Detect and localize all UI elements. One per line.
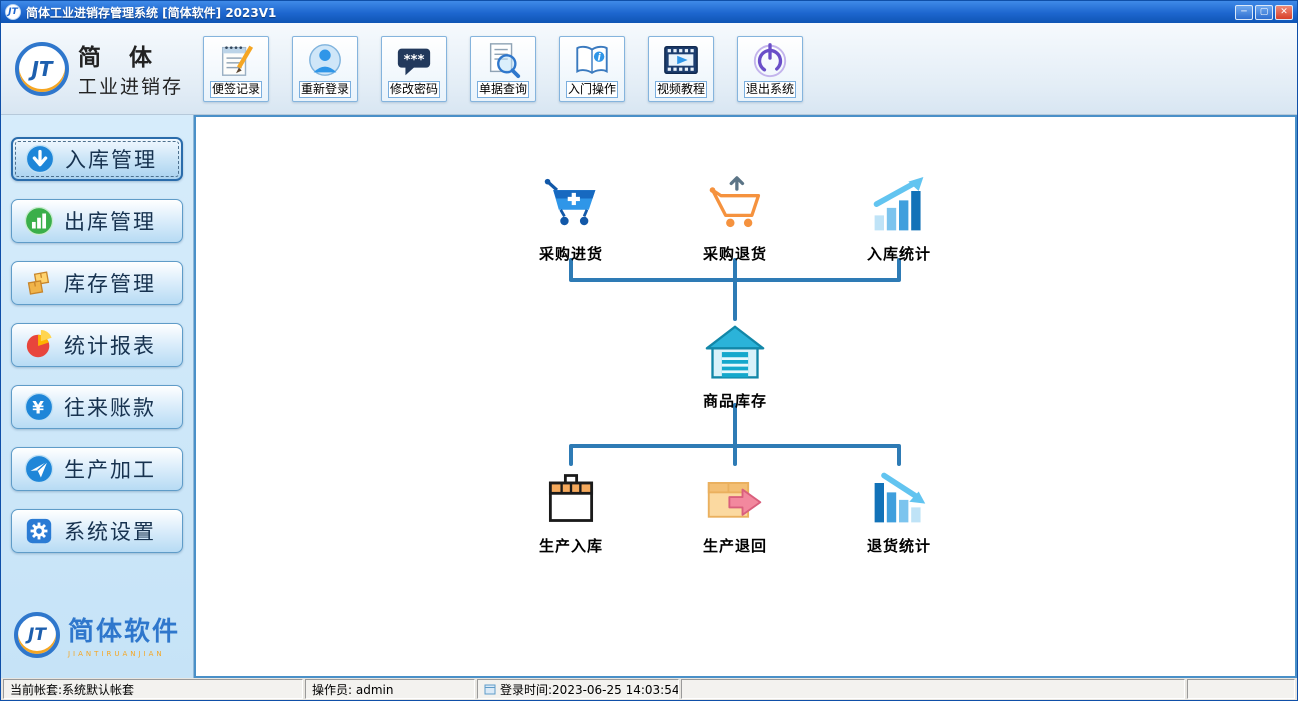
sidebar: 入库管理 出库管理: [1, 115, 194, 678]
flow-item-production-return[interactable]: 生产退回: [670, 468, 800, 556]
close-button[interactable]: ✕: [1275, 4, 1293, 20]
book-info-icon: i: [573, 40, 611, 80]
login-time-icon: [484, 684, 496, 695]
status-login-time: 登录时间:2023-06-25 14:03:54: [477, 679, 679, 699]
footer-brand-name: 简体软件: [67, 617, 180, 647]
status-login-time-text: 登录时间:2023-06-25 14:03:54: [500, 682, 679, 697]
sidebar-item-inbound[interactable]: 入库管理: [11, 137, 183, 181]
main-content: 采购进货 采购退货: [194, 115, 1297, 678]
flow-item-purchase-return[interactable]: 采购退货: [670, 176, 800, 264]
yuan-circle-icon: ¥: [24, 392, 54, 422]
exit-system-button[interactable]: 退出系统: [737, 35, 803, 102]
statusbar: 当前帐套:系统默认帐套 操作员: admin 登录时间:2023-06-25 1…: [1, 678, 1297, 700]
password-icon: ***: [395, 40, 433, 80]
app-logo-icon: JT: [5, 4, 21, 20]
notes-button-label: 便签记录: [209, 80, 262, 98]
sidebar-item-production[interactable]: 生产加工: [11, 447, 183, 491]
flow-item-label: 退货统计: [866, 537, 931, 555]
sidebar-item-label: 统计报表: [64, 334, 156, 358]
sidebar-item-stock[interactable]: 库存管理: [11, 261, 183, 305]
bar-chart-circle-icon: [24, 206, 54, 236]
flow-item-inbound-stats[interactable]: 入库统计: [834, 176, 964, 264]
sidebar-item-outbound[interactable]: 出库管理: [11, 199, 183, 243]
cart-plus-icon: [544, 178, 596, 226]
brand-area: JT 简 体 工业进销存: [1, 38, 197, 99]
flow-item-label: 生产入库: [538, 537, 603, 555]
stats-down-icon: [874, 472, 926, 523]
search-doc-icon: [484, 40, 522, 80]
gear-icon: [26, 518, 52, 544]
flow-item-label: 采购进货: [538, 245, 603, 263]
stats-up-icon: [873, 176, 924, 231]
sidebar-item-reports[interactable]: 统计报表: [11, 323, 183, 367]
box-return-icon: [707, 482, 762, 518]
flow-item-label: 商品库存: [702, 392, 767, 410]
sidebar-footer-brand: JT 简体软件 JIANTIRUANJIAN: [13, 611, 180, 658]
exit-system-button-label: 退出系统: [743, 80, 796, 98]
minimize-button[interactable]: ─: [1235, 4, 1253, 20]
status-account: 当前帐套:系统默认帐套: [3, 679, 303, 699]
flow-item-purchase-in[interactable]: 采购进货: [506, 176, 636, 264]
change-password-button-label: 修改密码: [387, 80, 440, 98]
plane-circle-icon: [24, 454, 54, 484]
getting-started-button-label: 入门操作: [565, 80, 618, 98]
sidebar-item-label: 生产加工: [64, 458, 156, 482]
window-title: 简体工业进销存管理系统 [简体软件] 2023V1: [26, 5, 277, 20]
footer-logo-icon: JT: [13, 611, 60, 658]
getting-started-button[interactable]: i 入门操作: [559, 35, 625, 102]
titlebar: JT 简体工业进销存管理系统 [简体软件] 2023V1 ─ ▢ ✕: [1, 1, 1297, 23]
arrow-down-circle-icon: [25, 144, 55, 174]
video-tutorial-button[interactable]: 视频教程: [648, 35, 714, 102]
power-icon: [751, 40, 789, 80]
sidebar-item-label: 库存管理: [64, 272, 156, 296]
relogin-button[interactable]: 重新登录: [292, 35, 358, 102]
sidebar-item-accounts[interactable]: ¥ 往来账款: [11, 385, 183, 429]
flow-item-product-stock[interactable]: 商品库存: [670, 323, 800, 411]
brand-name-line2: 工业进销存: [78, 76, 184, 98]
svg-text:***: ***: [404, 52, 425, 67]
cart-return-icon: [709, 176, 761, 228]
notepad-icon: [217, 40, 255, 80]
video-tutorial-button-label: 视频教程: [654, 80, 707, 98]
flow-item-production-in[interactable]: 生产入库: [506, 468, 636, 556]
flow-item-label: 生产退回: [702, 537, 767, 555]
sidebar-item-label: 往来账款: [64, 396, 156, 420]
sidebar-item-settings[interactable]: 系统设置: [11, 509, 183, 553]
change-password-button[interactable]: *** 修改密码: [381, 35, 447, 102]
brand-name-line1: 简 体: [78, 45, 163, 71]
sidebar-item-label: 入库管理: [65, 148, 157, 172]
warehouse-icon: [705, 325, 765, 379]
sidebar-item-label: 出库管理: [64, 210, 156, 234]
status-spacer: [681, 679, 1185, 699]
package-box-icon: [548, 474, 594, 522]
notes-button[interactable]: 便签记录: [203, 35, 269, 102]
status-operator: 操作员: admin: [305, 679, 475, 699]
svg-text:¥: ¥: [32, 398, 46, 418]
flow-item-label: 入库统计: [866, 245, 931, 263]
flow-item-return-stats[interactable]: 退货统计: [834, 468, 964, 556]
document-search-button[interactable]: 单据查询: [470, 35, 536, 102]
user-icon: [306, 40, 344, 80]
relogin-button-label: 重新登录: [298, 80, 351, 98]
flow-item-label: 采购退货: [702, 245, 767, 263]
brand-logo-icon: JT: [15, 41, 69, 96]
sidebar-item-label: 系统设置: [64, 520, 156, 544]
footer-brand-subtitle: JIANTIRUANJIAN: [67, 650, 165, 658]
toolbar: JT 简 体 工业进销存: [1, 23, 1297, 115]
svg-text:i: i: [597, 52, 601, 63]
status-resize-grip: [1187, 679, 1295, 699]
document-search-button-label: 单据查询: [476, 80, 529, 98]
boxes-icon: [27, 271, 50, 295]
video-icon: [662, 40, 700, 80]
maximize-button[interactable]: ▢: [1255, 4, 1273, 20]
pie-chart-icon: [26, 330, 52, 358]
